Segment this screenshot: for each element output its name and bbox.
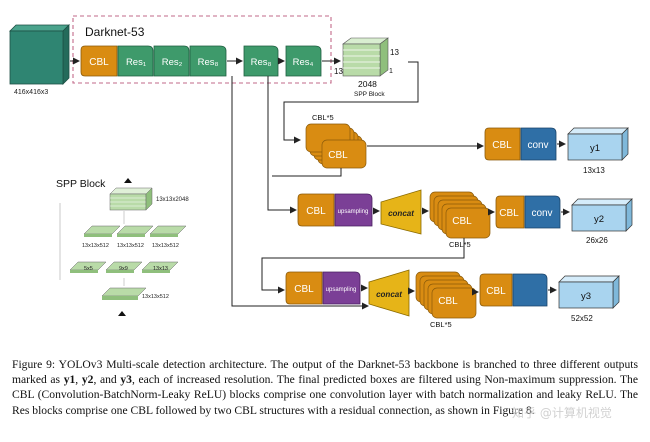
res4-label: Res₄	[293, 57, 314, 68]
branch3-cbl2-block: CBL	[479, 273, 513, 307]
branch1-cbl-label: CBL	[492, 140, 512, 151]
res4-block: Res₄	[285, 45, 322, 77]
output-y3-size: 52x52	[571, 314, 593, 323]
res1-label: Res₁	[126, 57, 146, 68]
spp-detail-pool2: 9x9	[119, 266, 128, 272]
res8-label-1: Res₈	[198, 57, 219, 68]
branch2-cbl-label: CBL	[306, 206, 326, 217]
branch1-cbl-stack: CBL	[305, 123, 367, 169]
branch2-upsampling-block: upsampling	[334, 193, 373, 227]
spp-detail-mid2: 13x13x512	[117, 243, 144, 249]
spp-block-label: SPP Block	[354, 91, 385, 98]
spp-dim-right: 1	[389, 68, 393, 75]
caption-y3: y3	[120, 373, 132, 387]
branch1-stack-label: CBL*5	[312, 113, 334, 122]
branch2-conv-label: conv	[531, 208, 552, 219]
spp-block	[342, 37, 389, 77]
spp-detail-pool1: 5x5	[84, 266, 93, 272]
branch2-cbl-block: CBL	[297, 193, 335, 227]
output-y2-tensor: y2	[571, 198, 633, 232]
spp-detail-pool3: 13x13	[153, 266, 168, 272]
branch3-cbl2-label: CBL	[486, 286, 506, 297]
res8-block-2: Res₈	[243, 45, 279, 77]
branch2-conv-block: conv	[524, 195, 561, 229]
branch3-concat-block: concat	[368, 269, 410, 317]
branch2-concat-block: concat	[380, 189, 422, 235]
branch2-concat-label: concat	[388, 209, 414, 218]
branch3-cbl-label: CBL	[294, 284, 314, 295]
output-y1-size: 13x13	[583, 166, 605, 175]
spp-channels: 2048	[358, 79, 377, 89]
output-y2-size: 26x26	[586, 236, 608, 245]
spp-detail-title: SPP Block	[56, 178, 106, 190]
res1-block: Res₁	[117, 45, 154, 77]
caption-y1: y1	[63, 373, 76, 387]
figure-caption: Figure 9: YOLOv3 Multi-scale detection a…	[12, 358, 639, 417]
spp-detail-top: 13x13x2048	[156, 197, 189, 203]
branch3-upsampling-label: upsampling	[326, 287, 357, 293]
backbone-cbl-block: CBL	[80, 45, 118, 77]
output-y3-label: y3	[581, 291, 591, 302]
branch3-cbl-block: CBL	[285, 271, 323, 305]
darknet-frame	[72, 15, 332, 84]
caption-y2: y2	[81, 373, 94, 387]
res2-label: Res₂	[162, 57, 183, 68]
branch3-stack-cbl-label: CBL	[438, 296, 458, 307]
branch2-cbl-stack: CBL	[429, 191, 491, 239]
output-y2-label: y2	[594, 214, 604, 225]
branch3-stack-label: CBL*5	[430, 320, 452, 329]
branch1-conv-block: conv	[520, 127, 557, 161]
spp-dim-left: 13	[334, 67, 343, 76]
res8-label-2: Res₈	[251, 57, 272, 68]
input-tensor	[9, 24, 70, 85]
output-y1-label: y1	[590, 143, 600, 154]
branch2-cbl2-block: CBL	[495, 195, 525, 229]
darknet-title: Darknet-53	[85, 25, 145, 39]
branch2-cbl2-label: CBL	[499, 208, 519, 219]
branch3-conv-block	[512, 273, 548, 307]
branch1-cbl-block: CBL	[484, 127, 521, 161]
output-y3-tensor: y3	[558, 275, 620, 309]
backbone-cbl-label: CBL	[89, 57, 109, 68]
spp-dim-top: 13	[390, 48, 399, 57]
branch1-stack-cbl-label: CBL	[328, 150, 348, 161]
spp-detail-diagram	[59, 178, 187, 316]
branch3-cbl-stack: CBL	[415, 271, 477, 319]
branch2-stack-label: CBL*5	[449, 240, 471, 249]
spp-detail-mid1: 13x13x512	[82, 243, 109, 249]
branch2-stack-cbl-label: CBL	[452, 216, 472, 227]
spp-detail-bottom: 13x13x512	[142, 294, 169, 300]
branch3-upsampling-block: upsampling	[322, 271, 361, 305]
branch3-concat-label: concat	[376, 290, 402, 299]
watermark: 知乎 @计算机视觉	[512, 406, 612, 420]
branch1-conv-label: conv	[527, 140, 548, 151]
spp-detail-mid3: 13x13x512	[152, 243, 179, 249]
output-y1-tensor: y1	[567, 127, 629, 161]
input-size-label: 416x416x3	[14, 89, 48, 96]
res2-block: Res₂	[153, 45, 190, 77]
res8-block-1: Res₈	[189, 45, 227, 77]
branch2-upsampling-label: upsampling	[338, 209, 369, 215]
